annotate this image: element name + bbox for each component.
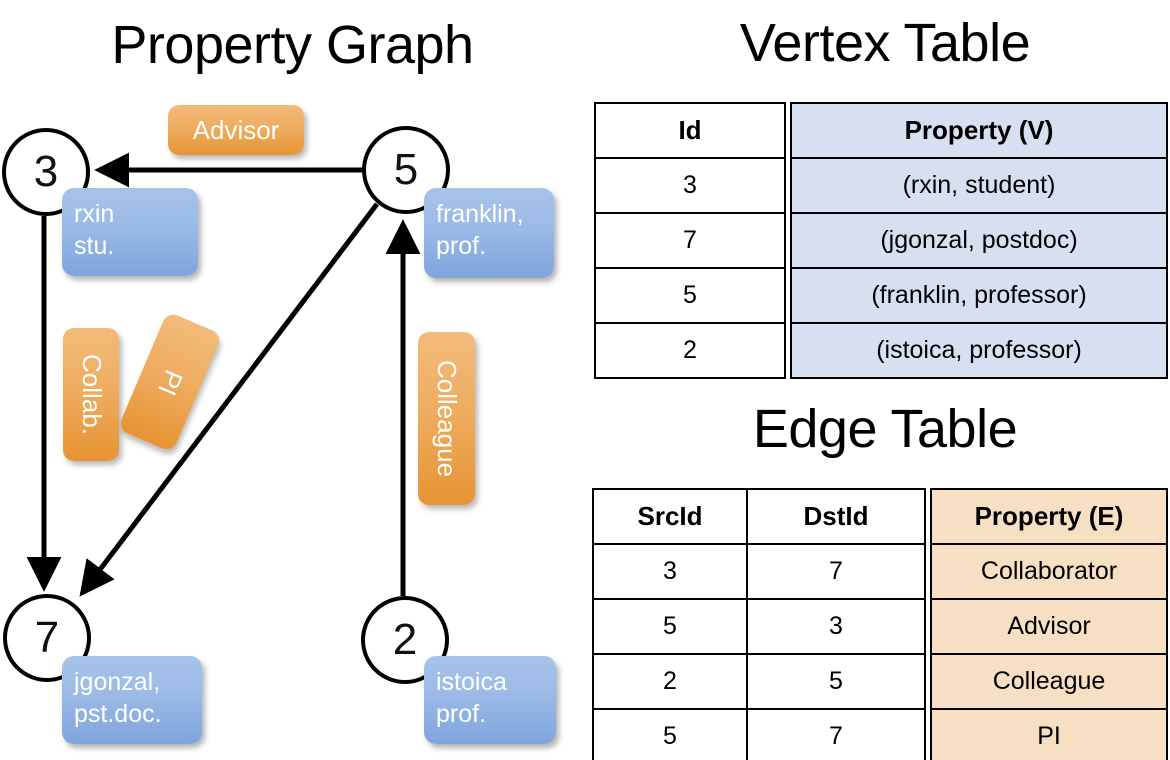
edge-label-collab[interactable]: Collab. (63, 328, 119, 461)
edge-arrow-5-to-7 (79, 202, 379, 597)
page-title-vertex-table: Vertex Table (739, 13, 1031, 73)
edge-cell-property: Collaborator (930, 543, 1168, 600)
vertex-cell-property: (jgonzal, postdoc) (790, 212, 1168, 269)
edge-cell-dstid: 7 (746, 543, 926, 600)
vertex-property-istoica-line2: prof. (436, 700, 487, 728)
vertex-property-jgonzal-line2: pst.doc. (74, 700, 162, 728)
column-separator (925, 544, 931, 599)
column-separator (925, 599, 931, 654)
edge-cell-srcid: 5 (592, 708, 748, 760)
edge-cell-property: Advisor (930, 598, 1168, 655)
column-separator (785, 103, 791, 158)
edge-label-collab-text: Collab. (76, 354, 107, 435)
edge-table-header-srcid: SrcId (592, 488, 748, 545)
column-separator (785, 323, 791, 378)
graph-node-5-label: 5 (393, 145, 419, 194)
table-row[interactable]: 2 (istoica, professor) (594, 322, 1168, 379)
vertex-property-box-jgonzal[interactable]: jgonzal, pst.doc. (62, 656, 202, 744)
edge-cell-property: Colleague (930, 653, 1168, 710)
vertex-table: Id Property (V) 3 (rxin, student) 7 (jgo… (594, 102, 1168, 379)
table-row[interactable]: 3 (rxin, student) (594, 157, 1168, 214)
column-separator (925, 654, 931, 709)
column-separator (925, 709, 931, 760)
vertex-cell-id: 3 (594, 157, 786, 214)
graph-node-5[interactable]: 5 (362, 126, 450, 214)
page-title-property-graph: Property Graph (111, 15, 474, 75)
vertex-cell-property: (franklin, professor) (790, 267, 1168, 324)
graph-edges-svg (26, 152, 421, 597)
edge-cell-property: PI (930, 708, 1168, 760)
table-row[interactable]: 7 (jgonzal, postdoc) (594, 212, 1168, 269)
vertex-cell-property: (rxin, student) (790, 157, 1168, 214)
vertex-property-box-istoica[interactable]: istoica prof. (424, 656, 556, 744)
column-separator (785, 158, 791, 213)
edge-cell-dstid: 5 (746, 653, 926, 710)
vertex-property-franklin-line2: prof. (436, 232, 487, 260)
edge-cell-dstid: 3 (746, 598, 926, 655)
edge-cell-srcid: 3 (592, 543, 748, 600)
edge-table: SrcId DstId Property (E) 3 7 Collaborato… (592, 488, 1168, 760)
vertex-property-istoica-line1: istoica (436, 668, 507, 696)
edge-table-header-dstid: DstId (746, 488, 926, 545)
property-graph-diagram: Advisor Collab. PI Colleague 3 5 7 2 rxi… (2, 105, 556, 744)
edge-cell-dstid: 7 (746, 708, 926, 760)
edge-label-colleague[interactable]: Colleague (418, 332, 475, 505)
graph-node-3-label: 3 (33, 147, 59, 196)
edge-cell-srcid: 5 (592, 598, 748, 655)
vertex-property-rxin-line2: stu. (74, 232, 115, 260)
graph-node-2[interactable]: 2 (361, 596, 449, 684)
edge-label-colleague-text: Colleague (432, 359, 462, 478)
vertex-property-box-franklin[interactable]: franklin, prof. (424, 188, 554, 278)
vertex-cell-id: 2 (594, 322, 786, 379)
column-separator (785, 268, 791, 323)
column-separator (925, 489, 931, 544)
edge-cell-srcid: 2 (592, 653, 748, 710)
vertex-property-rxin-line1: rxin (74, 200, 115, 228)
table-header-row: Id Property (V) (594, 102, 1168, 159)
table-row[interactable]: 5 3 Advisor (592, 598, 1168, 655)
vertex-property-jgonzal-line1: jgonzal, (74, 668, 161, 696)
edge-label-advisor-text: Advisor (192, 114, 280, 145)
graph-node-7-label: 7 (34, 613, 60, 662)
graph-node-2-label: 2 (392, 615, 418, 664)
table-header-row: SrcId DstId Property (E) (592, 488, 1168, 545)
vertex-cell-id: 7 (594, 212, 786, 269)
vertex-cell-id: 5 (594, 267, 786, 324)
vertex-property-box-rxin[interactable]: rxin stu. (62, 188, 198, 276)
vertex-cell-property: (istoica, professor) (790, 322, 1168, 379)
table-row[interactable]: 5 (franklin, professor) (594, 267, 1168, 324)
edge-label-advisor[interactable]: Advisor (168, 105, 304, 155)
table-row[interactable]: 5 7 PI (592, 708, 1168, 760)
table-row[interactable]: 2 5 Colleague (592, 653, 1168, 710)
column-separator (785, 213, 791, 268)
edge-table-header-property: Property (E) (930, 488, 1168, 545)
edge-label-pi-text: PI (151, 365, 190, 400)
table-row[interactable]: 3 7 Collaborator (592, 543, 1168, 600)
page-title-edge-table: Edge Table (752, 399, 1018, 459)
vertex-table-header-property: Property (V) (790, 102, 1168, 159)
vertex-table-header-id: Id (594, 102, 786, 159)
vertex-property-franklin-line1: franklin, (436, 200, 524, 228)
